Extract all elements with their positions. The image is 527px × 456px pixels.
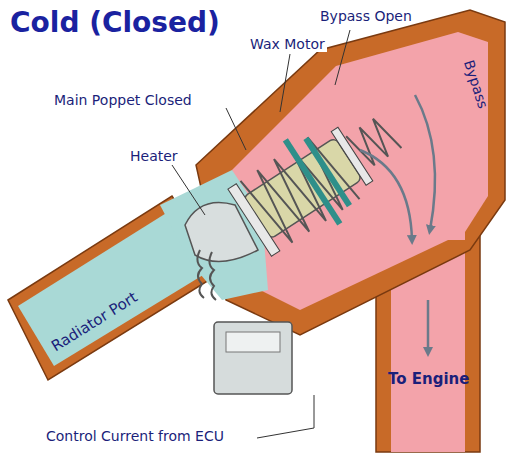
- part-label: Heater: [128, 148, 180, 164]
- flow-arrow: [427, 300, 430, 352]
- diagram-title: Cold (Closed): [10, 6, 220, 39]
- part-label: Main Poppet Closed: [52, 92, 194, 108]
- outlet-label: To Engine: [388, 370, 469, 388]
- flow-arrow: [415, 95, 435, 230]
- flow-arrow: [360, 150, 412, 240]
- spring-seat: [303, 137, 352, 207]
- bypass-chamber: [232, 32, 488, 310]
- leader-lines: [172, 30, 350, 438]
- heater: [185, 203, 258, 301]
- electrical-connector: [214, 322, 292, 394]
- part-label: Bypass Open: [318, 8, 414, 24]
- main-spring: [240, 132, 359, 248]
- part-label: Wax Motor: [248, 36, 327, 52]
- inlet-chamber: [160, 170, 268, 300]
- signal-label: Control Current from ECU: [44, 428, 226, 444]
- bypass-spring: [346, 114, 401, 169]
- connector-latch: [226, 332, 280, 352]
